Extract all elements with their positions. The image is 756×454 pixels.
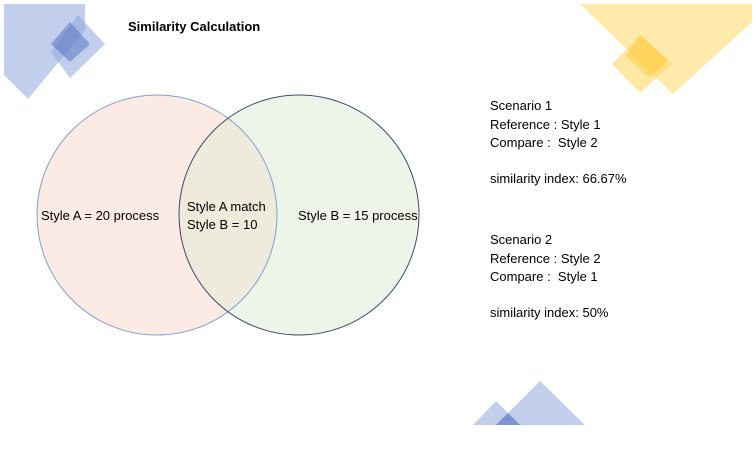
scenario-1-similarity: similarity index: 66.67% <box>490 170 627 186</box>
scenario-2-compare: Compare : Style 1 <box>490 269 598 284</box>
deco-blue-diamond-overlap <box>51 22 90 62</box>
deco-yellow-diamond <box>612 35 672 93</box>
scenario-2-title: Scenario 2 <box>490 232 553 247</box>
deco-yellow-triangle <box>580 4 752 94</box>
scenario-2-reference: Reference : Style 2 <box>490 250 601 266</box>
scenario-2: Scenario 2 Reference : Style 2 Compare :… <box>490 231 609 322</box>
overlap-region <box>179 95 277 335</box>
set-a-outline <box>36 94 278 336</box>
overlap-label-line2: Style B = 10 <box>187 217 258 232</box>
scenario-2-similarity: similarity index: 50% <box>490 304 609 320</box>
deco-yellow-diamond-overlap <box>626 35 668 78</box>
scenario-1-title: Scenario 1 <box>490 98 553 113</box>
deco-blue-triangle-bottom-overlap <box>496 413 520 425</box>
set-b-outline <box>178 94 420 336</box>
page-title: Similarity Calculation <box>128 19 261 34</box>
set-b-label: Style B = 15 process <box>298 208 418 223</box>
deco-blue-triangle-large <box>4 4 85 99</box>
set-a-label: Style A = 20 process <box>41 208 160 223</box>
scenario-1-spacer <box>490 153 627 170</box>
scenario-1: Scenario 1 Reference : Style 1 Compare :… <box>490 97 627 188</box>
scenario-1-reference: Reference : Style 1 <box>490 116 601 132</box>
scenario-1-compare: Compare : Style 2 <box>490 135 598 150</box>
scenario-2-spacer <box>490 287 609 304</box>
overlap-label-line1: Style A match <box>187 199 266 214</box>
deco-blue-triangle-bottom-right <box>496 381 585 425</box>
